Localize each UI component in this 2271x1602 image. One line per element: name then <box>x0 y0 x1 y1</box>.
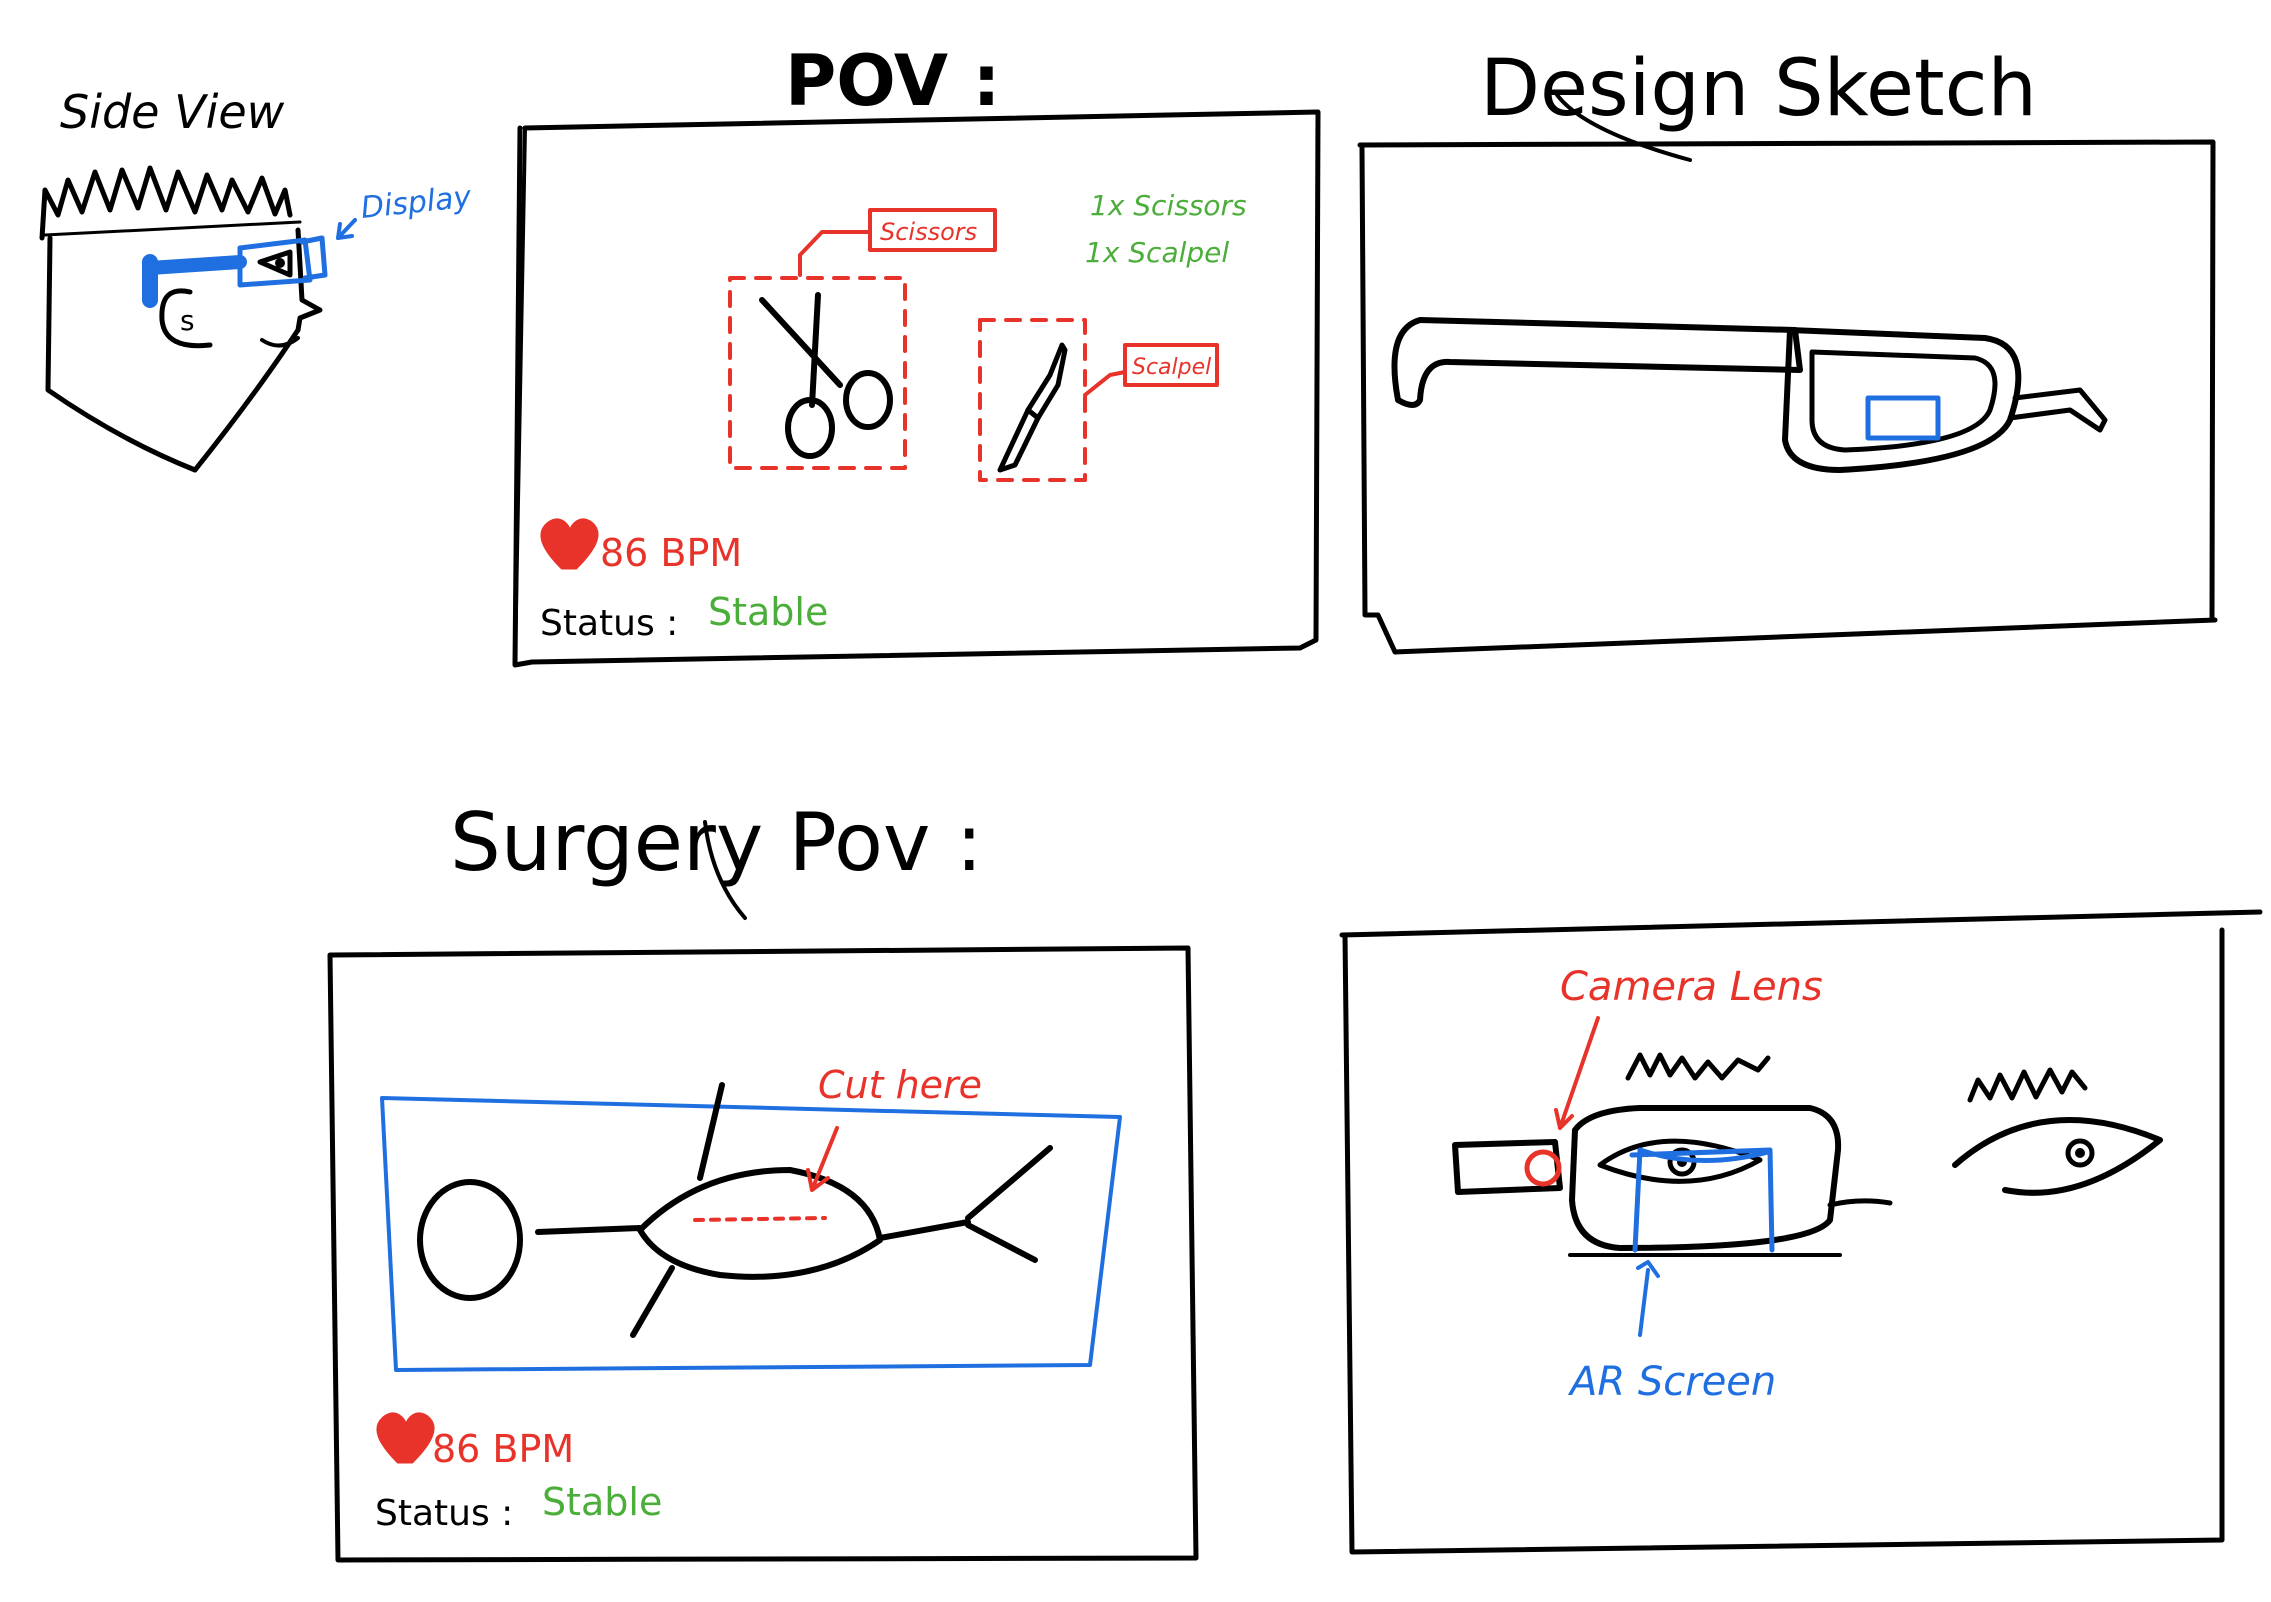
side-view-title: Side View <box>60 85 285 139</box>
scissors-label: Scissors <box>880 218 977 246</box>
scissors-detection-box <box>728 276 907 470</box>
ar-screen-label: AR Screen <box>1567 1359 1776 1405</box>
ar-display-area <box>1865 395 1941 441</box>
glasses-design-drawing <box>1391 317 2108 473</box>
camera-lens-label: Camera Lens <box>1560 964 1823 1010</box>
body-schematic <box>417 1082 1053 1338</box>
pov-frame <box>512 109 1321 668</box>
scalpel-detection-box <box>978 318 1087 482</box>
design-frame <box>1357 139 2218 655</box>
surgery-frame <box>327 945 1199 1563</box>
right-eye-drawing <box>1952 1067 2163 1196</box>
surgery-pov-title: Surgery Pov : <box>450 796 983 889</box>
surgery-overlay-box <box>380 1096 1122 1372</box>
pov-heart-rate: 86 BPM <box>600 531 742 575</box>
side-view-sketch: Side View s Display <box>39 85 474 473</box>
closeup-panel: Camera Lens AR Screen <box>1339 909 2263 1555</box>
pov-status-value: Stable <box>708 590 828 634</box>
inventory-item-scalpel: 1x Scalpel <box>1085 236 1229 269</box>
scalpel-label: Scalpel <box>1132 355 1211 380</box>
inventory-item-scissors: 1x Scissors <box>1090 189 1247 222</box>
pov-panel: POV : Scissors Scalpel 1x Scissors 1x Sc… <box>512 40 1321 668</box>
cut-here-label: Cut here <box>818 1063 982 1107</box>
display-label: Display <box>359 179 474 225</box>
scissors-icon <box>759 292 893 459</box>
design-sketch-title: Design Sketch <box>1480 44 2037 134</box>
surgery-heart-rate: 86 BPM <box>432 1427 574 1471</box>
surgery-pov-panel: Surgery Pov : Cut here 86 BPM Status : S… <box>327 796 1199 1563</box>
closeup-frame <box>1339 909 2263 1555</box>
design-sketch-panel: Design Sketch <box>1357 44 2218 655</box>
pov-status-label: Status : <box>540 603 678 644</box>
scalpel-icon <box>997 342 1068 473</box>
pov-title: POV : <box>785 40 1000 122</box>
heart-icon <box>540 518 599 570</box>
surgery-status-label: Status : <box>375 1493 513 1534</box>
heart-icon <box>376 1412 435 1464</box>
surgery-status-value: Stable <box>542 1480 662 1524</box>
svg-text:s: s <box>180 304 195 337</box>
glasses-closeup-drawing <box>1452 1052 1893 1257</box>
camera-lens <box>1524 1149 1562 1187</box>
